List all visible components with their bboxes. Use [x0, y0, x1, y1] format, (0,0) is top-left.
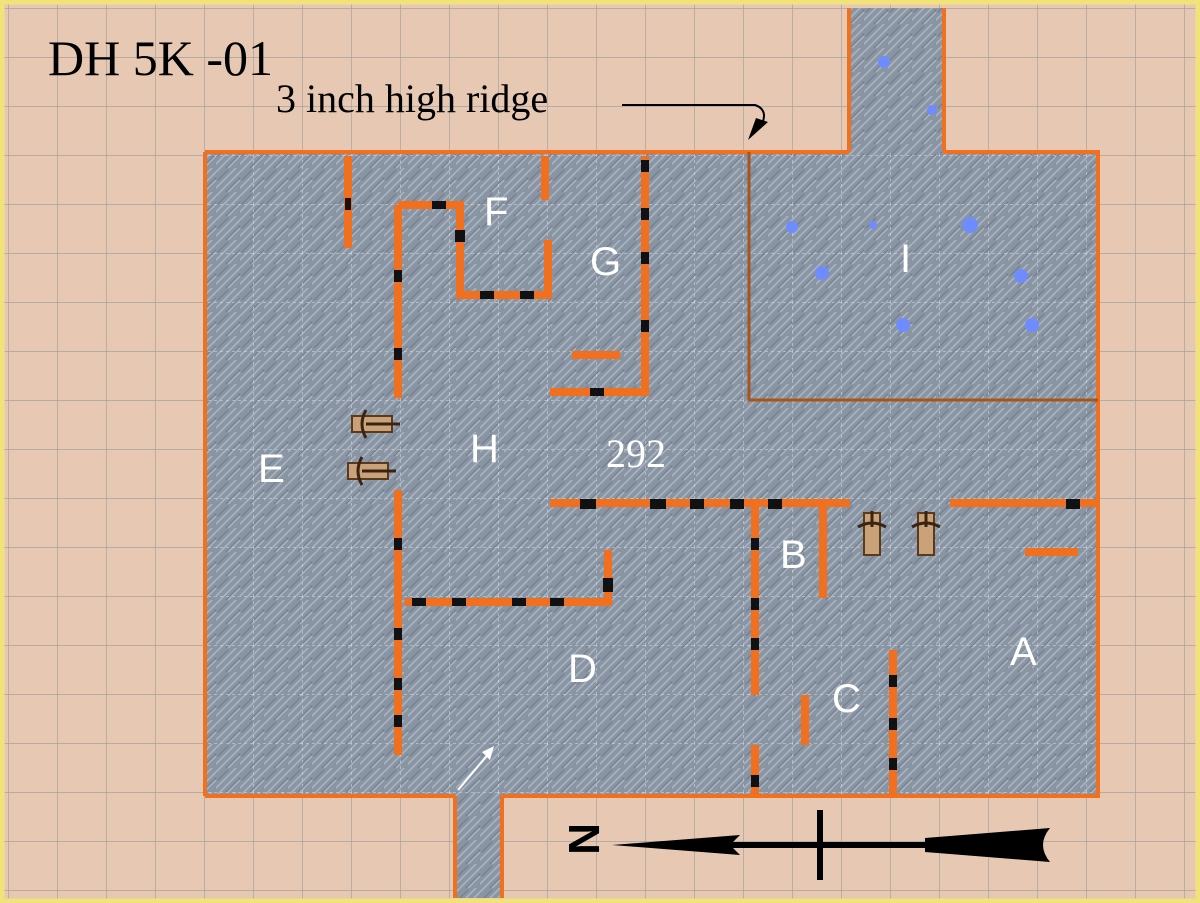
dungeon-floor [205, 8, 1098, 898]
room-label-h: H [470, 427, 499, 471]
ridge-outline [747, 152, 1098, 402]
ridge-arrow [622, 104, 768, 140]
hazard-dots [786, 56, 1039, 332]
room-label-g: G [590, 240, 621, 284]
entrance-arrow [457, 746, 494, 791]
area-number: 292 [606, 431, 666, 476]
ballista-icon [347, 456, 396, 486]
room-label-d: D [568, 647, 597, 691]
ballista-icon [857, 511, 887, 556]
room-label-f: F [484, 190, 508, 234]
map-title: DH 5K -01 [48, 30, 273, 86]
ridge-note: 3 inch high ridge [276, 76, 548, 121]
room-label-a: A [1010, 630, 1037, 674]
room-label-e: E [258, 447, 285, 491]
outer-walls [203, 8, 1100, 898]
compass-north-letter: N [559, 823, 608, 855]
room-label-b: B [780, 533, 807, 577]
ballista-icon [351, 409, 400, 439]
room-label-c: C [832, 677, 861, 721]
room-label-i: I [900, 237, 911, 281]
north-compass-arrow [612, 810, 1050, 880]
doors [345, 160, 1080, 787]
ballista-icon [911, 511, 941, 556]
